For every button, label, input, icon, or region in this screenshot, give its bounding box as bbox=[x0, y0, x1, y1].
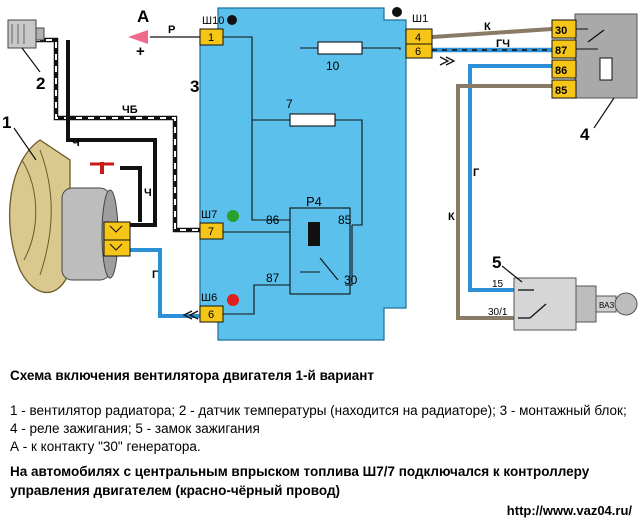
wire-k-top bbox=[431, 27, 553, 39]
fuse-10-label: 10 bbox=[326, 59, 340, 73]
status-led-red bbox=[227, 294, 239, 306]
arrow-a-wire: Р bbox=[168, 24, 175, 36]
connector-sh1-b bbox=[405, 43, 433, 59]
mount-hole-right bbox=[392, 7, 402, 17]
relay-p4-pin-86: 86 bbox=[266, 213, 280, 227]
relay4-pin-86: 86 bbox=[555, 65, 567, 77]
wire-label-ch-1: Ч bbox=[72, 137, 80, 149]
temperature-sensor bbox=[7, 19, 45, 49]
relay-p4-pin-87: 87 bbox=[266, 271, 280, 285]
wire-label-g-right: Г bbox=[473, 167, 480, 179]
mounting-block bbox=[199, 7, 407, 341]
wire-label-ch-2: Ч bbox=[144, 187, 152, 199]
fan-connector bbox=[103, 221, 131, 257]
wire-label-k-top: К bbox=[484, 21, 491, 33]
mount-hole-left bbox=[227, 15, 237, 25]
wire-k-right bbox=[456, 84, 552, 320]
legend-items: 1 - вентилятор радиатора; 2 - датчик тем… bbox=[10, 403, 627, 436]
caption-note: На автомобилях с центральным впрыском то… bbox=[10, 464, 590, 498]
callout-1: 1 bbox=[2, 113, 11, 132]
connector-sh7-label: Ш7 bbox=[201, 209, 217, 221]
pin-sh6: 6 bbox=[208, 309, 214, 321]
ignition-switch bbox=[513, 277, 638, 331]
fuse-10 bbox=[317, 41, 363, 55]
wire-ch-1 bbox=[66, 40, 157, 227]
status-led-green bbox=[227, 210, 239, 222]
wire-g-left bbox=[130, 248, 200, 318]
arrow-a-plus: + bbox=[136, 43, 145, 60]
pin-sh1-a: 4 bbox=[415, 32, 421, 44]
callout-2: 2 bbox=[36, 74, 45, 93]
source-url[interactable]: http://www.vaz04.ru/ bbox=[506, 503, 632, 518]
wire-label-chb: ЧБ bbox=[122, 104, 138, 116]
ignition-pin-30-1: 30/1 bbox=[488, 307, 508, 318]
ground-tap bbox=[100, 162, 104, 174]
wire-label-g-left: Г bbox=[152, 269, 159, 281]
relay4-pin-87: 87 bbox=[555, 45, 567, 57]
ignition-key-label: ВАЗ bbox=[599, 301, 614, 310]
wire-ch-2 bbox=[120, 166, 142, 222]
wire-label-k-right: К bbox=[448, 211, 455, 223]
caption-title: Схема включения вентилятора двигателя 1-… bbox=[10, 368, 375, 383]
connector-sh7 bbox=[199, 222, 224, 240]
callout-4: 4 bbox=[580, 125, 590, 144]
connector-sh10-label: Ш10 bbox=[202, 15, 224, 27]
wire-generator bbox=[128, 30, 200, 44]
fuse-7-label: 7 bbox=[286, 97, 293, 111]
radiator-fan bbox=[9, 139, 119, 294]
wire-g-right bbox=[468, 64, 552, 292]
connector-sh6-label: Ш6 bbox=[201, 292, 217, 304]
arrow-a-letter: А bbox=[137, 7, 149, 26]
connector-sh6 bbox=[199, 305, 224, 323]
connector-sh10 bbox=[199, 28, 224, 46]
relay-p4-pin-30: 30 bbox=[344, 273, 358, 287]
wire-label-gch: ГЧ bbox=[496, 38, 510, 50]
connector-sh1-label: Ш1 bbox=[412, 13, 428, 25]
callout-3: 3 bbox=[190, 77, 199, 96]
relay-p4-name: Р4 bbox=[306, 194, 322, 209]
caption-legend: 1 - вентилятор радиатора; 2 - датчик тем… bbox=[10, 402, 630, 456]
ignition-pin-15: 15 bbox=[492, 279, 504, 290]
legend-arrow-a: А - к контакту "30" генератора. bbox=[10, 439, 201, 454]
relay-p4-coil bbox=[308, 222, 320, 246]
relay-p4-pin-85: 85 bbox=[338, 213, 352, 227]
internal-traces bbox=[223, 36, 401, 315]
crimp-icons bbox=[182, 56, 456, 320]
pin-sh7: 7 bbox=[208, 226, 214, 238]
relay4-pin-85: 85 bbox=[555, 85, 567, 97]
ignition-relay bbox=[551, 13, 638, 99]
fuse-7 bbox=[289, 113, 336, 127]
wire-chb bbox=[34, 37, 200, 233]
callout-5: 5 bbox=[492, 253, 501, 272]
pin-sh10: 1 bbox=[208, 32, 214, 44]
pin-sh1-b: 6 bbox=[415, 46, 421, 58]
relay4-pin-30: 30 bbox=[555, 25, 567, 37]
wiring-diagram: А + Р 1 2 3 4 5 Ш10 Ш1 Ш7 Ш6 1 4 6 7 6 1… bbox=[2, 7, 638, 341]
